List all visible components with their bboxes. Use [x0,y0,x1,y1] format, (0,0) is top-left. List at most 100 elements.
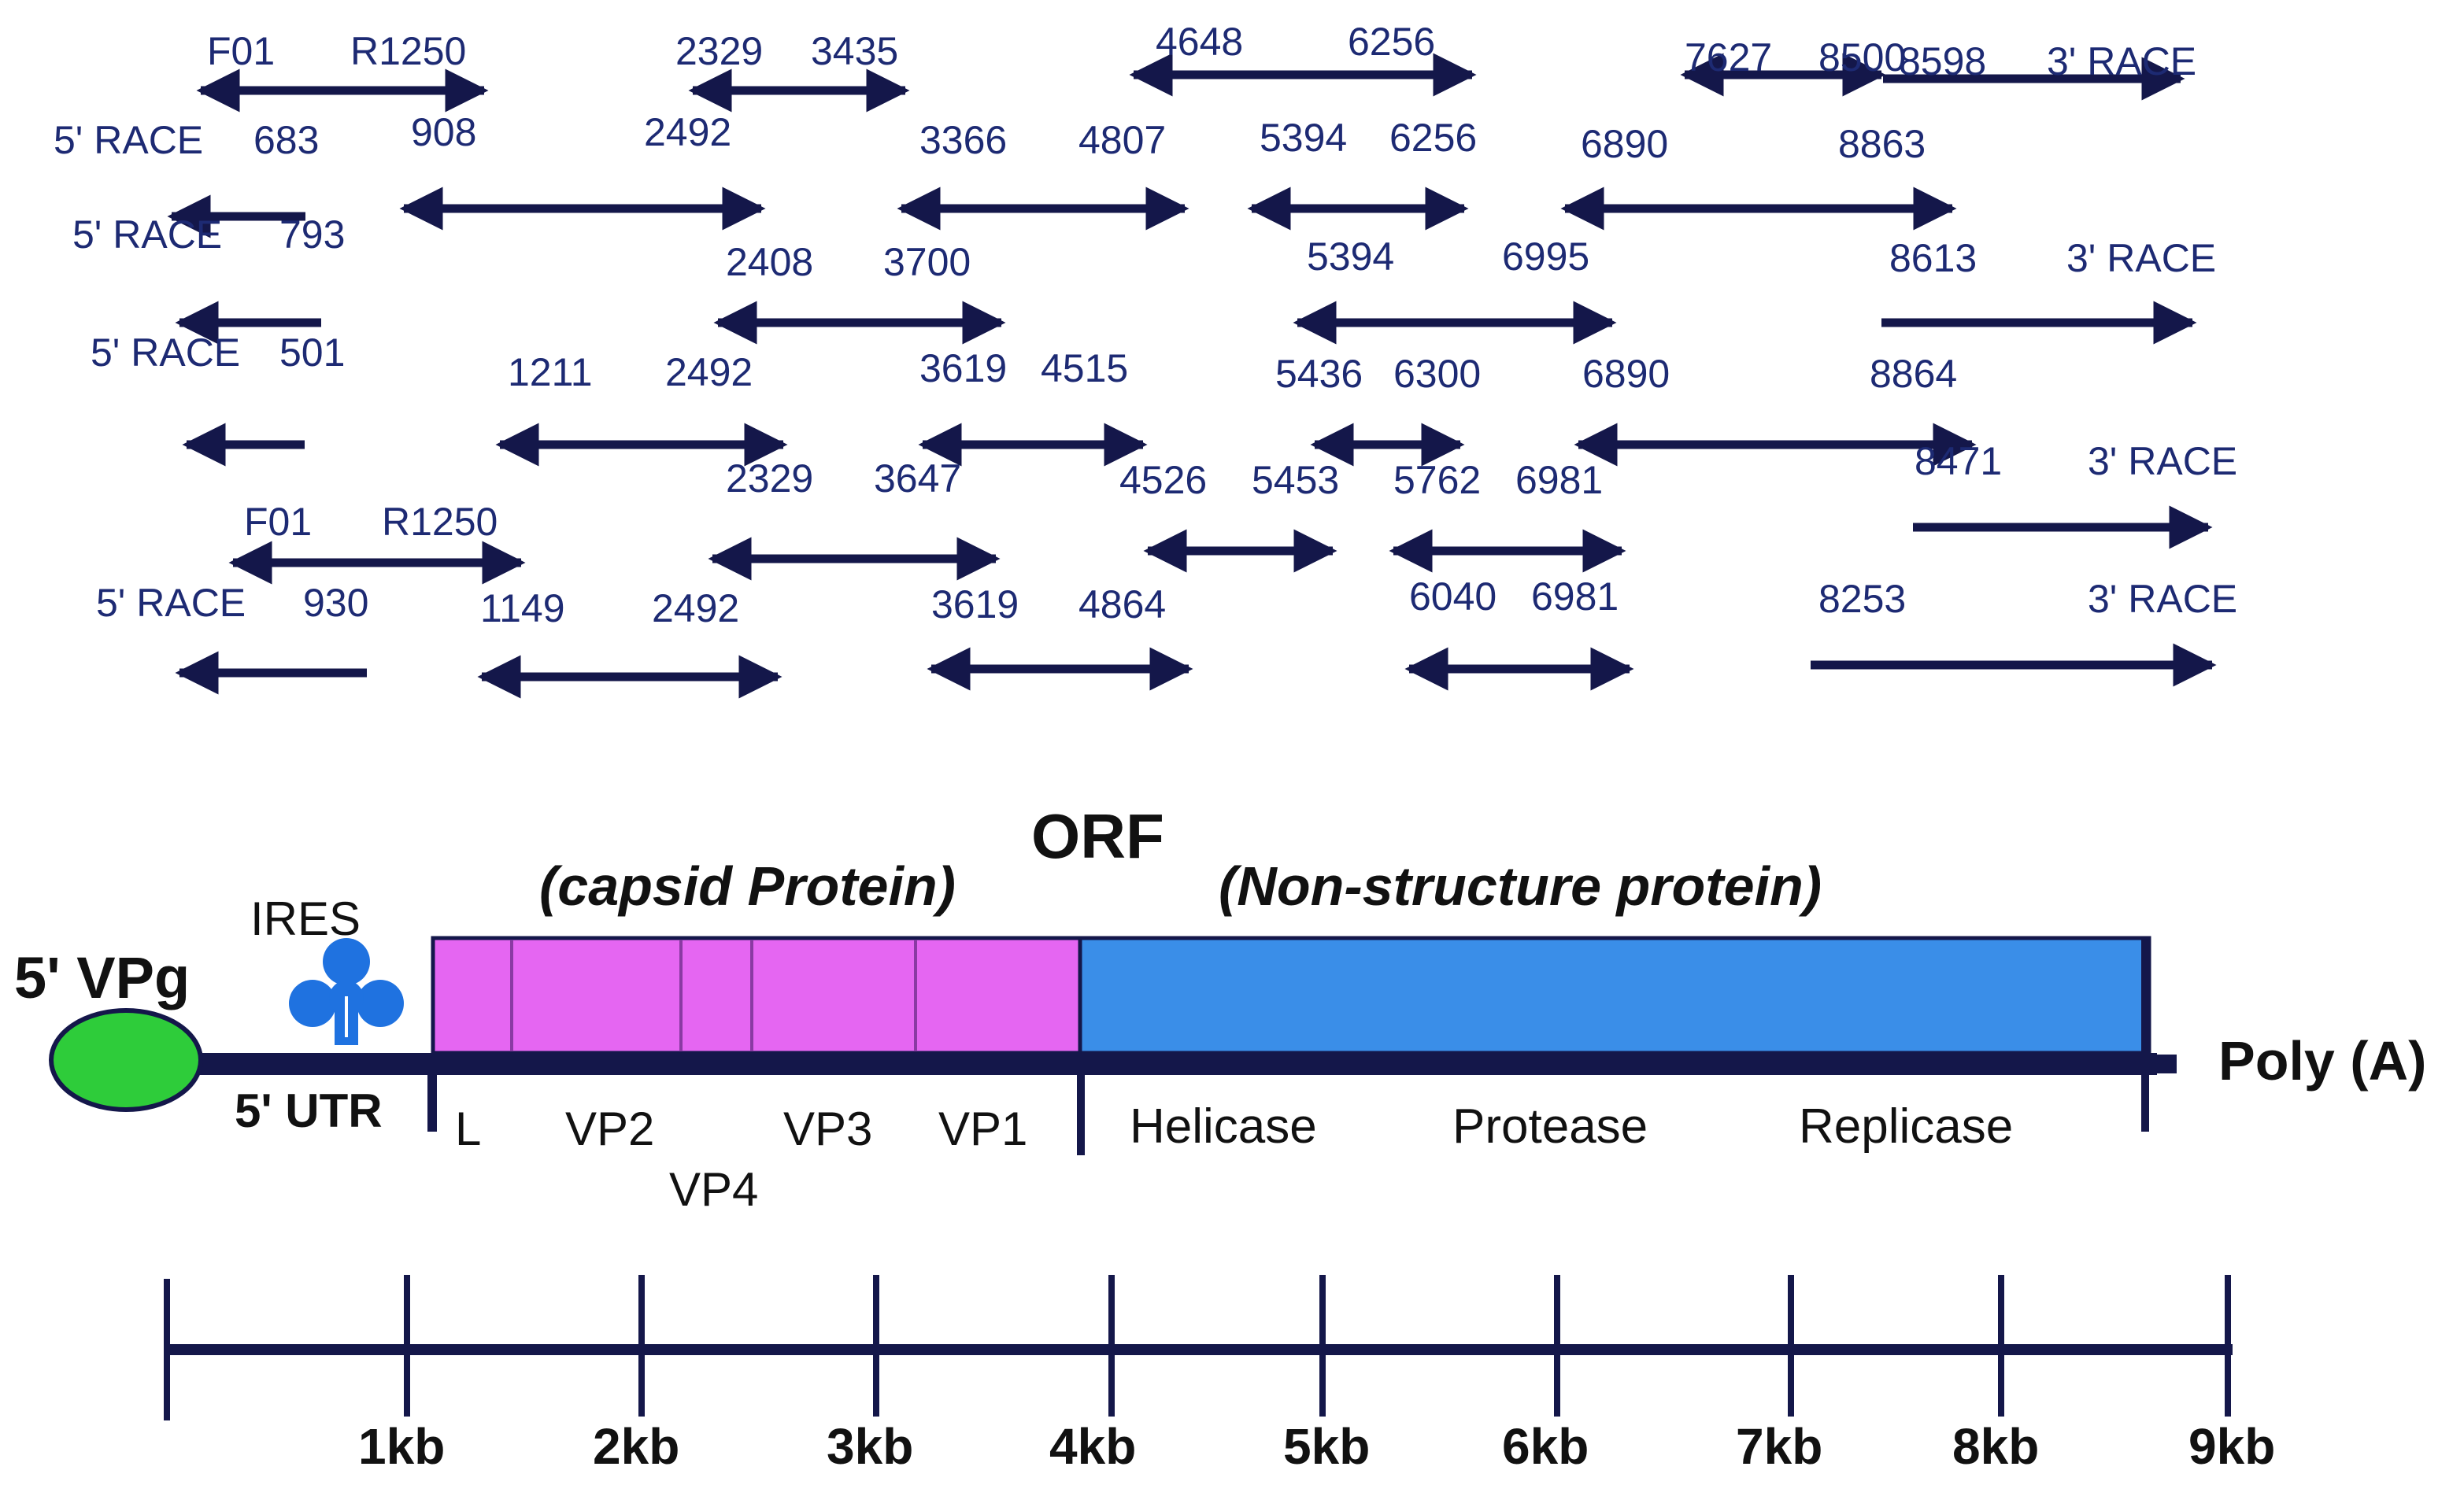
amplicon-left-label: 5762 [1393,458,1481,502]
scale-tick [1108,1275,1115,1417]
amplicon-left-label: 2329 [675,29,763,73]
capsid-protein-box [431,936,1082,1055]
amplicon-right-label: 8864 [1870,352,1957,396]
amplicon-left-label: 8471 [1915,439,2002,483]
amplicon-left-label: 3619 [931,582,1019,626]
amplicon-right-label: 6995 [1502,235,1589,279]
scale-tick [638,1275,645,1417]
amplicon-right-label: 6256 [1389,116,1477,160]
gene-label-vp1: VP1 [938,1103,1027,1155]
gene-label-helicase: Helicase [1130,1099,1317,1154]
scale-origin-tick [164,1279,170,1420]
amplicon-arrow: 6890 8864 [1574,352,1977,467]
amplicon-right-label: 793 [279,212,345,257]
ires-label: IRES [250,892,361,945]
amplicon-right-label: R1250 [382,500,498,544]
scale-tick [1554,1275,1560,1417]
amplicon-left-label: 5' RACE [54,118,203,162]
amplicon-left-label: 5436 [1275,352,1363,396]
amplicon-right-label: 3' RACE [2066,236,2216,280]
amplicon-arrow: 5' RACE 683 [54,118,319,238]
amplicon-left-label: 5' RACE [91,331,240,375]
amplicon-arrow: 3619 4864 [927,582,1193,691]
scale-tick-label: 2kb [593,1418,679,1475]
vpg-ellipse [49,1008,203,1112]
utr-label: 5' UTR [235,1084,383,1137]
amplicon-left-label: 5' RACE [72,212,222,257]
orf-label: ORF [1031,801,1164,871]
amplicon-right-label: 6300 [1393,352,1481,396]
scale-tick-label: 7kb [1736,1418,1822,1475]
amplicon-arrow: 5436 6300 [1275,352,1481,467]
amplicon-arrow: 3366 4807 [897,118,1189,231]
scale-tick-label: 3kb [827,1418,913,1475]
scale-tick-label: 1kb [358,1418,445,1475]
amplicon-right-label: 2492 [652,586,739,630]
genome-backbone [181,1053,2157,1075]
amplicon-left-label: 6040 [1409,574,1497,619]
amplicon-left-label: 5394 [1307,235,1394,279]
amplicon-left-label: 1149 [480,586,565,630]
amplicon-left-label: 8613 [1889,236,1977,280]
nonstructural-region-label: (Non-structure protein) [1219,855,1822,917]
vpg-label: 5' VPg [14,945,190,1010]
amplicon-right-label: 8863 [1838,122,1926,166]
scale-tick-label: 9kb [2188,1418,2275,1475]
amplicon-left-label: 3619 [919,346,1007,390]
scale-tick [2225,1275,2231,1417]
amplicon-right-label: 3' RACE [2088,577,2237,621]
amplicon-arrow: F01 R1250 [228,500,526,585]
scale-tick-label: 4kb [1049,1418,1136,1475]
amplicon-arrow: 5394 6995 [1293,235,1617,345]
amplicon-right-label: 4864 [1078,582,1166,626]
scale-tick-label: 8kb [1952,1418,2039,1475]
gene-label-protease: Protease [1452,1099,1648,1154]
scale-tick-label: 5kb [1283,1418,1370,1475]
amplicon-right-label: 4807 [1078,118,1166,162]
amplicon-arrow: 8253 3' RACE [1811,577,2237,687]
amplicon-right-label: 3700 [883,240,971,284]
amplicon-arrow: 7627 8500 [1680,35,1906,97]
amplicon-arrow: 8598 3' RACE [1883,39,2196,101]
scale-tick [1319,1275,1326,1417]
amplicon-left-label: F01 [207,29,275,73]
amplicon-left-label: 1211 [508,350,593,394]
amplicon-right-label: 2492 [644,110,731,154]
orf-end-marker [2141,938,2149,1132]
amplicon-right-label: 683 [253,118,319,162]
amplicon-left-label: 5' RACE [96,581,246,625]
amplicon-left-label: 6890 [1582,352,1670,396]
gene-label-replicase: Replicase [1799,1099,2013,1154]
gene-label-vp2: VP2 [565,1103,654,1155]
amplicon-left-label: F01 [244,500,312,544]
amplicon-left-label: 6890 [1581,122,1668,166]
nonstructural-protein-box [1078,936,2151,1055]
scale-tick [404,1275,410,1417]
amplicon-left-label: 8253 [1818,577,1906,621]
amplicon-arrow: 5' RACE 793 [72,212,345,345]
ires-clover-icon [289,938,404,1045]
amplicon-right-label: 8500 [1818,35,1906,79]
amplicon-arrow: 1149 2492 [477,586,782,699]
amplicon-left-label: 3366 [919,118,1007,162]
amplicon-right-label: 3' RACE [2047,39,2196,83]
amplicon-left-label: 7627 [1685,35,1772,79]
utr-boundary-marker [427,1053,437,1132]
amplicon-left-label: 8598 [1899,39,1986,83]
